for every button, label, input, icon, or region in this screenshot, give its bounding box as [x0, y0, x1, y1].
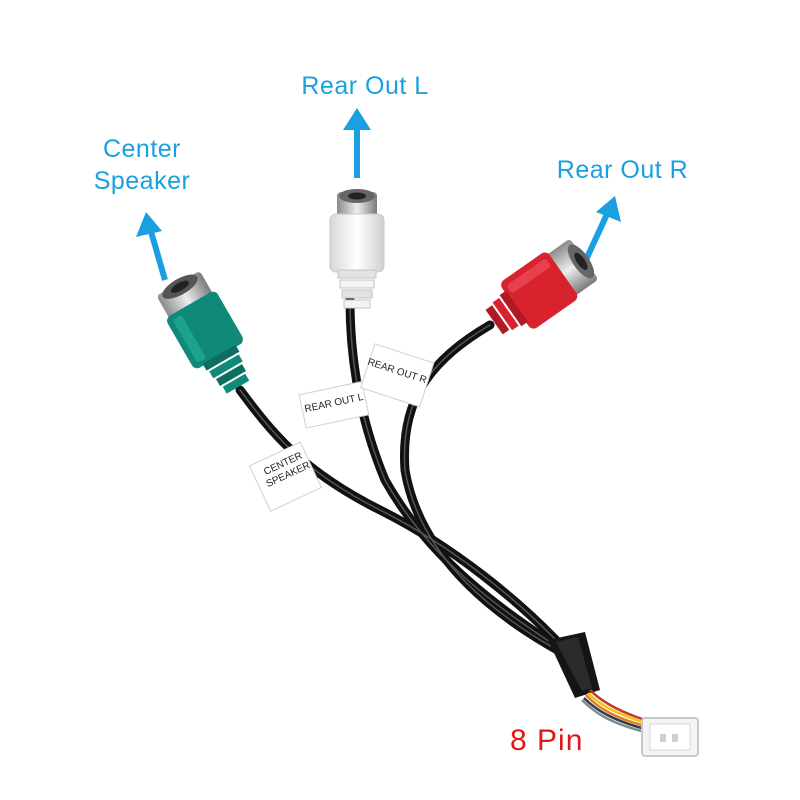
tag-rear-out-l [298, 380, 370, 429]
8-pin-connector [641, 717, 699, 757]
heat-shrink-sleeve [548, 632, 600, 698]
label-rear-out-l: Rear Out L [301, 72, 429, 100]
rca-plug-center [157, 272, 250, 394]
arrow-rear-out-l [343, 108, 371, 178]
rca-plug-rear-r [485, 240, 598, 335]
label-center-line2: Speaker [93, 167, 191, 195]
tag-center-speaker [248, 441, 323, 512]
label-center-line1: Center [102, 135, 182, 163]
cables [235, 295, 577, 663]
arrow-center-speaker [136, 212, 168, 281]
arrow-rear-out-r [582, 196, 621, 264]
tag-rear-out-r [360, 343, 435, 408]
pin-wires [581, 689, 646, 734]
rca-plug-rear-l [329, 189, 385, 309]
label-center-speaker: Center Speaker [72, 133, 212, 197]
label-8-pin: 8 Pin [510, 724, 584, 757]
label-rear-out-r: Rear Out R [556, 156, 689, 184]
